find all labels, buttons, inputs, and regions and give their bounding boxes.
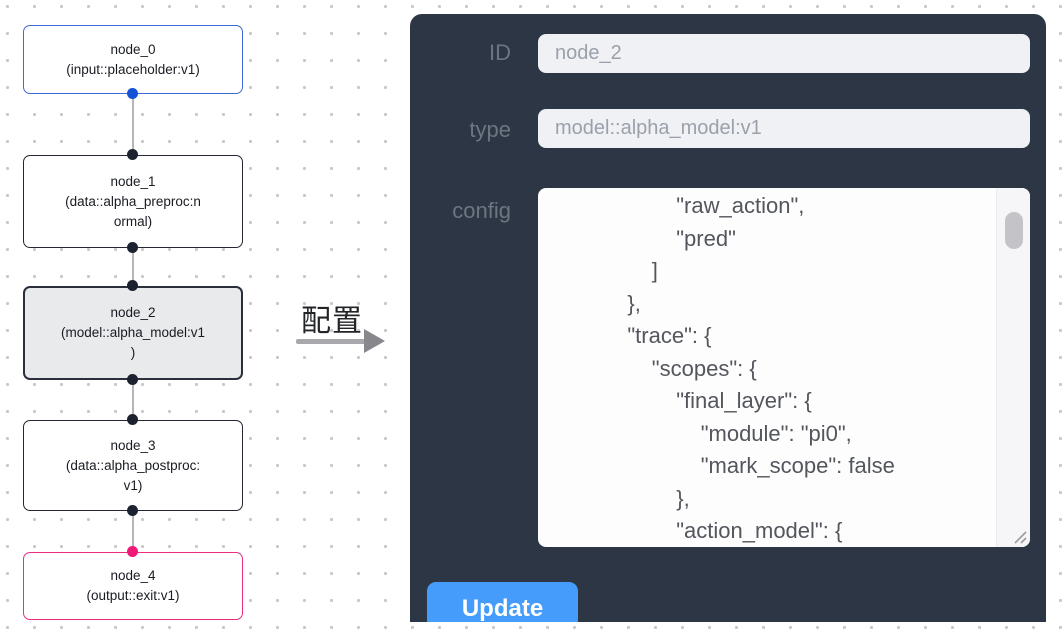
- config-panel: ID type config "raw_action", "pred" ] },…: [410, 14, 1046, 622]
- node-label-line: v1): [123, 477, 143, 493]
- id-input[interactable]: [538, 34, 1030, 73]
- config-arrow-label: 配置: [301, 305, 363, 338]
- node-label-line: (output::exit:v1): [86, 588, 180, 603]
- config-code-editor[interactable]: "raw_action", "pred" ] }, "trace": { "sc…: [538, 188, 1030, 547]
- resize-handle-icon[interactable]: [1012, 529, 1027, 544]
- edge-node3-node4: [132, 511, 134, 552]
- flow-node-node_2-selected[interactable]: node_2 (model::alpha_model:v1 ): [23, 286, 243, 380]
- handle-dot-node4-target[interactable]: [127, 546, 138, 557]
- scrollbar-thumb[interactable]: [1005, 212, 1023, 249]
- flow-node-node_3[interactable]: node_3 (data::alpha_postproc: v1): [23, 420, 243, 511]
- handle-dot-node0-source[interactable]: [127, 88, 138, 99]
- flow-node-node_4[interactable]: node_4 (output::exit:v1): [23, 552, 243, 620]
- arrow-right-icon: [296, 339, 366, 344]
- node-label-line: (data::alpha_preproc:n: [65, 193, 201, 209]
- flow-node-node_1[interactable]: node_1 (data::alpha_preproc:n ormal): [23, 155, 243, 248]
- handle-dot-node3-source[interactable]: [127, 505, 138, 516]
- node-label-line: node_3: [110, 437, 156, 453]
- edge-node2-node3: [132, 380, 134, 420]
- node-label-line: (input::placeholder:v1): [66, 61, 200, 77]
- node-label-line: ormal): [113, 213, 153, 229]
- node-label-line: node_4: [110, 568, 156, 583]
- node-label-line: node_0: [110, 41, 156, 57]
- type-label: type: [469, 117, 511, 142]
- edge-node0-node1: [132, 94, 134, 155]
- config-label: config: [452, 198, 511, 223]
- config-json-text: "raw_action", "pred" ] }, "trace": { "sc…: [627, 193, 895, 543]
- handle-dot-node1-target[interactable]: [127, 149, 138, 160]
- edge-node1-node2: [132, 248, 134, 286]
- id-label: ID: [489, 40, 511, 65]
- node-label-line: (model::alpha_model:v1: [60, 325, 206, 340]
- flow-node-node_0[interactable]: node_0 (input::placeholder:v1): [23, 25, 243, 94]
- node-label-line: node_2: [110, 305, 156, 320]
- scrollbar-track[interactable]: [996, 188, 1030, 547]
- handle-dot-node1-source[interactable]: [127, 242, 138, 253]
- handle-dot-node2-target[interactable]: [127, 280, 138, 291]
- node-label-line: (data::alpha_postproc:: [65, 457, 201, 473]
- update-button[interactable]: Update: [427, 582, 578, 622]
- type-input[interactable]: [538, 109, 1030, 148]
- handle-dot-node3-target[interactable]: [127, 414, 138, 425]
- node-label-line: ): [130, 345, 136, 360]
- arrow-right-icon: [364, 329, 385, 353]
- node-label-line: node_1: [110, 173, 156, 189]
- handle-dot-node2-source[interactable]: [127, 374, 138, 385]
